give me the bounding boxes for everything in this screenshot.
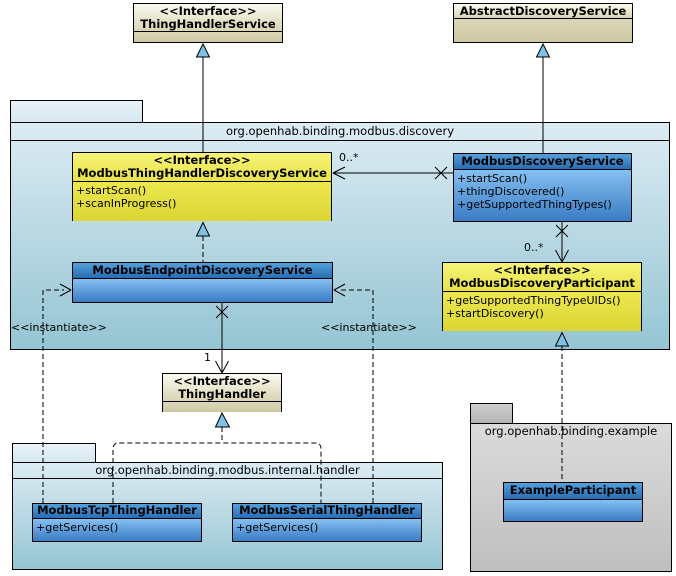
class-method: +startScan(): [76, 184, 147, 197]
package-example-label: org.openhab.binding.example: [484, 424, 658, 438]
class-modbusdiscoveryparticipant: <<Interface>> ModbusDiscoveryParticipant…: [442, 262, 642, 331]
class-name: ModbusSerialThingHandler: [239, 504, 415, 517]
class-modbusendpointdiscoveryservice: ModbusEndpointDiscoveryService: [72, 262, 333, 303]
empty-compartment: [73, 278, 332, 302]
realization-example-to-participant: [554, 331, 570, 482]
class-modbusthinghandlerdiscoveryservice: <<Interface>> ModbusThingHandlerDiscover…: [72, 152, 332, 221]
multiplicity-label: 1: [204, 351, 211, 364]
class-method: +getServices(): [236, 521, 319, 534]
class-modbustcpthinghandler: ModbusTcpThingHandler +getServices(): [32, 503, 202, 542]
open-arrowhead-icon: [332, 166, 346, 180]
open-arrowhead-icon: [59, 283, 72, 297]
class-modbusserialthinghandler: ModbusSerialThingHandler +getServices(): [232, 503, 422, 542]
class-name: AbstractDiscoveryService: [459, 4, 627, 18]
realization-triangle-icon: [214, 411, 231, 428]
realization-meds-to-mthds: [195, 221, 211, 262]
dependency-instantiate-serial-to-meds: [333, 283, 374, 503]
class-method: +getSupportedThingTypes(): [457, 198, 612, 211]
generalization-triangle-icon: [195, 42, 211, 58]
instantiate-label: <<instantiate>>: [321, 321, 417, 334]
association-mds-to-mthds: [332, 166, 453, 180]
class-abstractdiscoveryservice: AbstractDiscoveryService: [453, 3, 633, 43]
class-stereotype: <<Interface>>: [173, 374, 271, 388]
class-method: +thingDiscovered(): [457, 185, 565, 198]
class-method: +getSupportedThingTypeUIDs(): [446, 294, 621, 307]
empty-compartment: [134, 31, 282, 42]
package-discovery-label: org.openhab.binding.modbus.discovery: [11, 123, 669, 141]
realization-handlers-to-thinghandler: [112, 411, 322, 503]
class-thinghandler: <<Interface>> ThingHandler: [162, 373, 282, 412]
package-handler-label: org.openhab.binding.modbus.internal.hand…: [13, 463, 442, 479]
class-method: +getServices(): [36, 521, 119, 534]
class-name: ModbusThingHandlerDiscoveryService: [77, 166, 327, 180]
class-name: ModbusDiscoveryParticipant: [449, 276, 635, 290]
class-modbusdiscoveryservice: ModbusDiscoveryService +startScan() +thi…: [453, 153, 632, 222]
generalization-mthds-to-thinghandlerservice: [195, 42, 211, 152]
empty-compartment: [454, 18, 632, 42]
association-mds-to-participant: [555, 222, 569, 263]
class-stereotype: <<Interface>>: [153, 153, 251, 167]
instantiate-label: <<instantiate>>: [11, 321, 107, 334]
class-name: ExampleParticipant: [509, 483, 637, 497]
class-thinghandlerservice: <<Interface>> ThingHandlerService: [133, 3, 283, 43]
nonnavigable-x-icon: [215, 305, 229, 319]
class-exampleparticipant: ExampleParticipant: [503, 482, 643, 522]
class-stereotype: <<Interface>>: [493, 263, 591, 277]
multiplicity-label: 0..*: [339, 151, 359, 164]
class-stereotype: <<Interface>>: [159, 4, 257, 18]
realization-triangle-icon: [554, 331, 570, 347]
class-name: ThingHandlerService: [140, 17, 276, 31]
class-name: ModbusEndpointDiscoveryService: [92, 263, 313, 277]
class-method: +startScan(): [457, 172, 528, 185]
generalization-triangle-icon: [535, 42, 551, 58]
dependency-instantiate-tcp-to-meds: [42, 283, 72, 503]
class-name: ModbusTcpThingHandler: [37, 504, 197, 517]
multiplicity-label: 0..*: [524, 241, 544, 254]
class-method: +scanInProgress(): [76, 197, 177, 210]
class-method: +startDiscovery(): [446, 307, 544, 320]
nonnavigable-x-icon: [555, 224, 569, 238]
empty-compartment: [163, 401, 281, 412]
nonnavigable-x-icon: [434, 166, 448, 180]
open-arrowhead-icon: [555, 249, 569, 263]
class-name: ThingHandler: [178, 387, 266, 401]
open-arrowhead-icon: [333, 283, 346, 297]
generalization-mds-to-abstractdiscoveryservice: [535, 42, 551, 153]
class-name: ModbusDiscoveryService: [461, 154, 624, 168]
realization-triangle-icon: [195, 221, 211, 237]
association-meds-to-thinghandler: [215, 303, 229, 374]
open-arrowhead-icon: [215, 360, 229, 374]
empty-compartment: [504, 499, 642, 521]
